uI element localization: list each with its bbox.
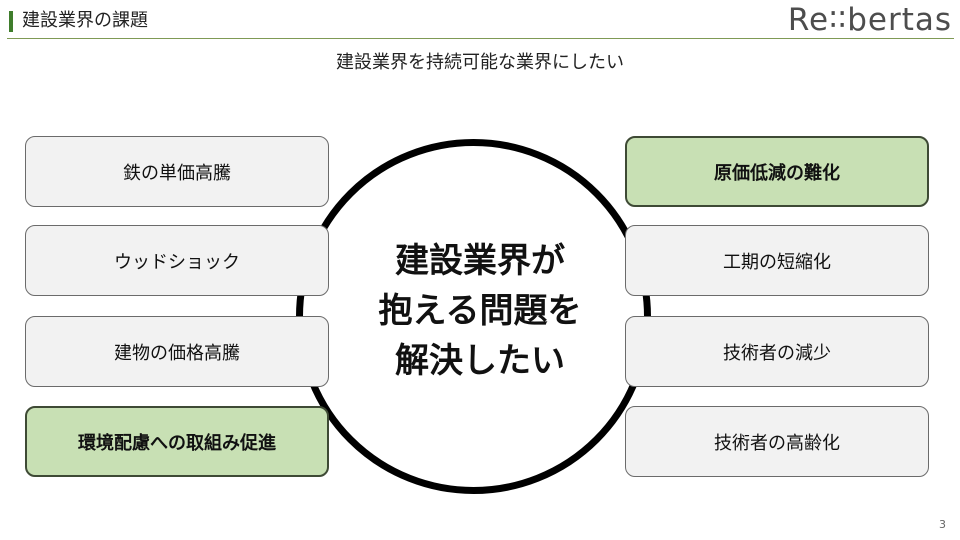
page-number: 3 [939,518,946,531]
header-divider [7,38,954,39]
left-issue-box-3: 建物の価格高騰 [25,316,329,387]
center-message-line-2: 抱える問題を [378,291,582,331]
left-issue-box-1: 鉄の単価高騰 [25,136,329,207]
left-issue-box-2: ウッドショック [25,225,329,296]
right-issue-box-4: 技術者の高齢化 [625,406,929,477]
center-message: 建設業界が 抱える問題を 解決したい [330,236,630,386]
logo: Re∶∶bertas [787,2,952,38]
header-accent-bar [9,11,13,32]
center-message-line-1: 建設業界が [395,241,565,281]
left-issue-box-4-highlighted: 環境配慮への取組み促進 [25,406,329,477]
slide-subtitle: 建設業界を持続可能な業界にしたい [336,52,624,73]
page-title: 建設業界の課題 [22,10,148,31]
center-message-line-3: 解決したい [395,341,565,381]
right-issue-box-3: 技術者の減少 [625,316,929,387]
right-issue-box-1-highlighted: 原価低減の難化 [625,136,929,207]
right-issue-box-2: 工期の短縮化 [625,225,929,296]
